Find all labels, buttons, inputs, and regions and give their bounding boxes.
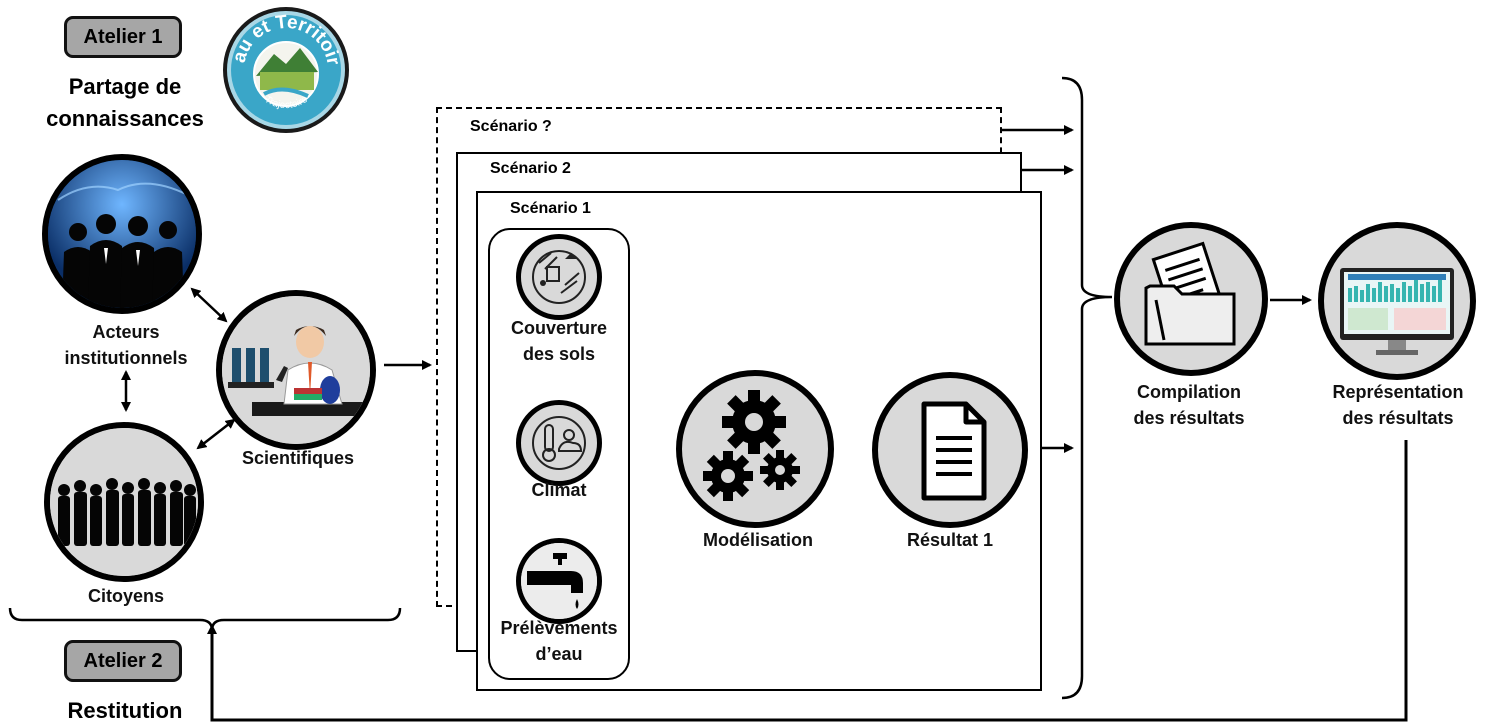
representation-monitor-icon xyxy=(1318,222,1476,380)
representation-label-line1: Représentation xyxy=(1332,382,1464,402)
scenario-unknown-title: Scénario ? xyxy=(470,118,552,135)
institutional-actors-label-line1: Acteurs xyxy=(92,322,160,342)
result-label: Résultat 1 xyxy=(906,530,994,550)
logo-bottom-text: Trajectoire xyxy=(262,94,310,111)
feedback-loop xyxy=(207,440,1408,722)
water-withdrawals-label-line1: Prélèvements xyxy=(500,618,618,638)
atelier-1-badge: Atelier 1 xyxy=(64,16,182,58)
representation-label-line2: des résultats xyxy=(1342,408,1454,428)
water-withdrawals-label-line2: d’eau xyxy=(535,644,583,664)
modeling-gears-icon xyxy=(676,370,834,528)
citizens-label: Citoyens xyxy=(87,586,165,606)
institutional-actors-image xyxy=(42,154,202,314)
scenario-2-title: Scénario 2 xyxy=(490,160,571,177)
atelier-2-badge: Atelier 2 xyxy=(64,640,182,682)
water-tap-icon xyxy=(516,538,602,624)
compilation-label-line2: des résultats xyxy=(1133,408,1245,428)
climate-label: Climat xyxy=(531,480,587,500)
land-cover-label-line1: Couverture xyxy=(510,318,608,338)
land-cover-icon xyxy=(516,234,602,320)
bottom-brace xyxy=(8,607,402,631)
eau-et-territoire-logo: Eau et Territoire Trajectoire xyxy=(222,6,349,133)
modeling-label: Modélisation xyxy=(702,530,813,550)
institutional-actors-label-line2: institutionnels xyxy=(64,348,188,368)
scientists-label: Scientifiques xyxy=(241,448,355,468)
land-cover-label-line2: des sols xyxy=(522,344,596,364)
scenario-1-title: Scénario 1 xyxy=(510,200,591,217)
citizens-image xyxy=(44,422,204,582)
atelier-1-subtitle-line2: connaissances xyxy=(46,106,204,131)
atelier-1-subtitle-line1: Partage de xyxy=(68,74,182,99)
climate-icon xyxy=(516,400,602,486)
compilation-label-line1: Compilation xyxy=(1137,382,1241,402)
scientists-image xyxy=(216,290,376,450)
atelier-2-subtitle: Restitution xyxy=(67,698,183,723)
compilation-folder-icon xyxy=(1114,222,1268,376)
result-document-icon xyxy=(872,372,1028,528)
link-acteurs-scientifiques xyxy=(190,287,228,323)
right-brace xyxy=(1061,76,1113,700)
